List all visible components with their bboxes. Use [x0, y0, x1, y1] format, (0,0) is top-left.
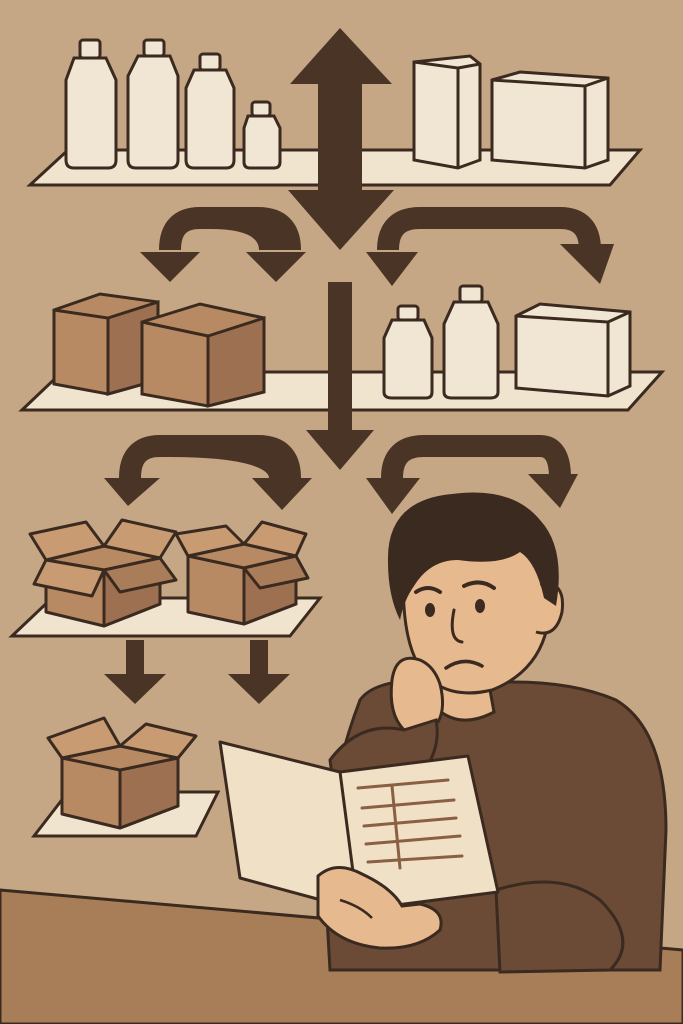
head: [387, 492, 565, 695]
arrow-down-icon: [228, 640, 290, 704]
bottle-icon: [184, 52, 236, 170]
arrow-branch-icon: [159, 207, 601, 252]
hair: [387, 492, 559, 620]
hand: [316, 866, 443, 950]
bottle-icon: [382, 304, 434, 400]
document-icon: [218, 740, 500, 912]
arrow-down-icon: [306, 282, 374, 470]
lower-shelf-group: [8, 518, 324, 638]
bottle-icon: [64, 38, 118, 170]
open-box-icon: [46, 716, 198, 830]
arrow-down-icon: [104, 640, 166, 704]
arrow-branch-icon: [119, 435, 571, 480]
arrow-up-down-icon: [288, 28, 394, 250]
arrowhead-group: [140, 244, 614, 286]
hand: [389, 656, 445, 732]
open-box-icon: [28, 518, 178, 628]
box-icon: [412, 54, 482, 170]
arrowhead-group: [104, 474, 578, 514]
bottle-icon: [242, 100, 282, 170]
bottle-icon: [442, 284, 500, 400]
middle-shelf-group: [18, 284, 666, 412]
bottle-icon: [126, 38, 180, 170]
box-icon: [490, 70, 610, 170]
bottom-shelf-group: [30, 716, 221, 838]
box-icon: [514, 302, 632, 398]
open-box-icon: [174, 520, 310, 626]
box-icon: [140, 302, 266, 408]
